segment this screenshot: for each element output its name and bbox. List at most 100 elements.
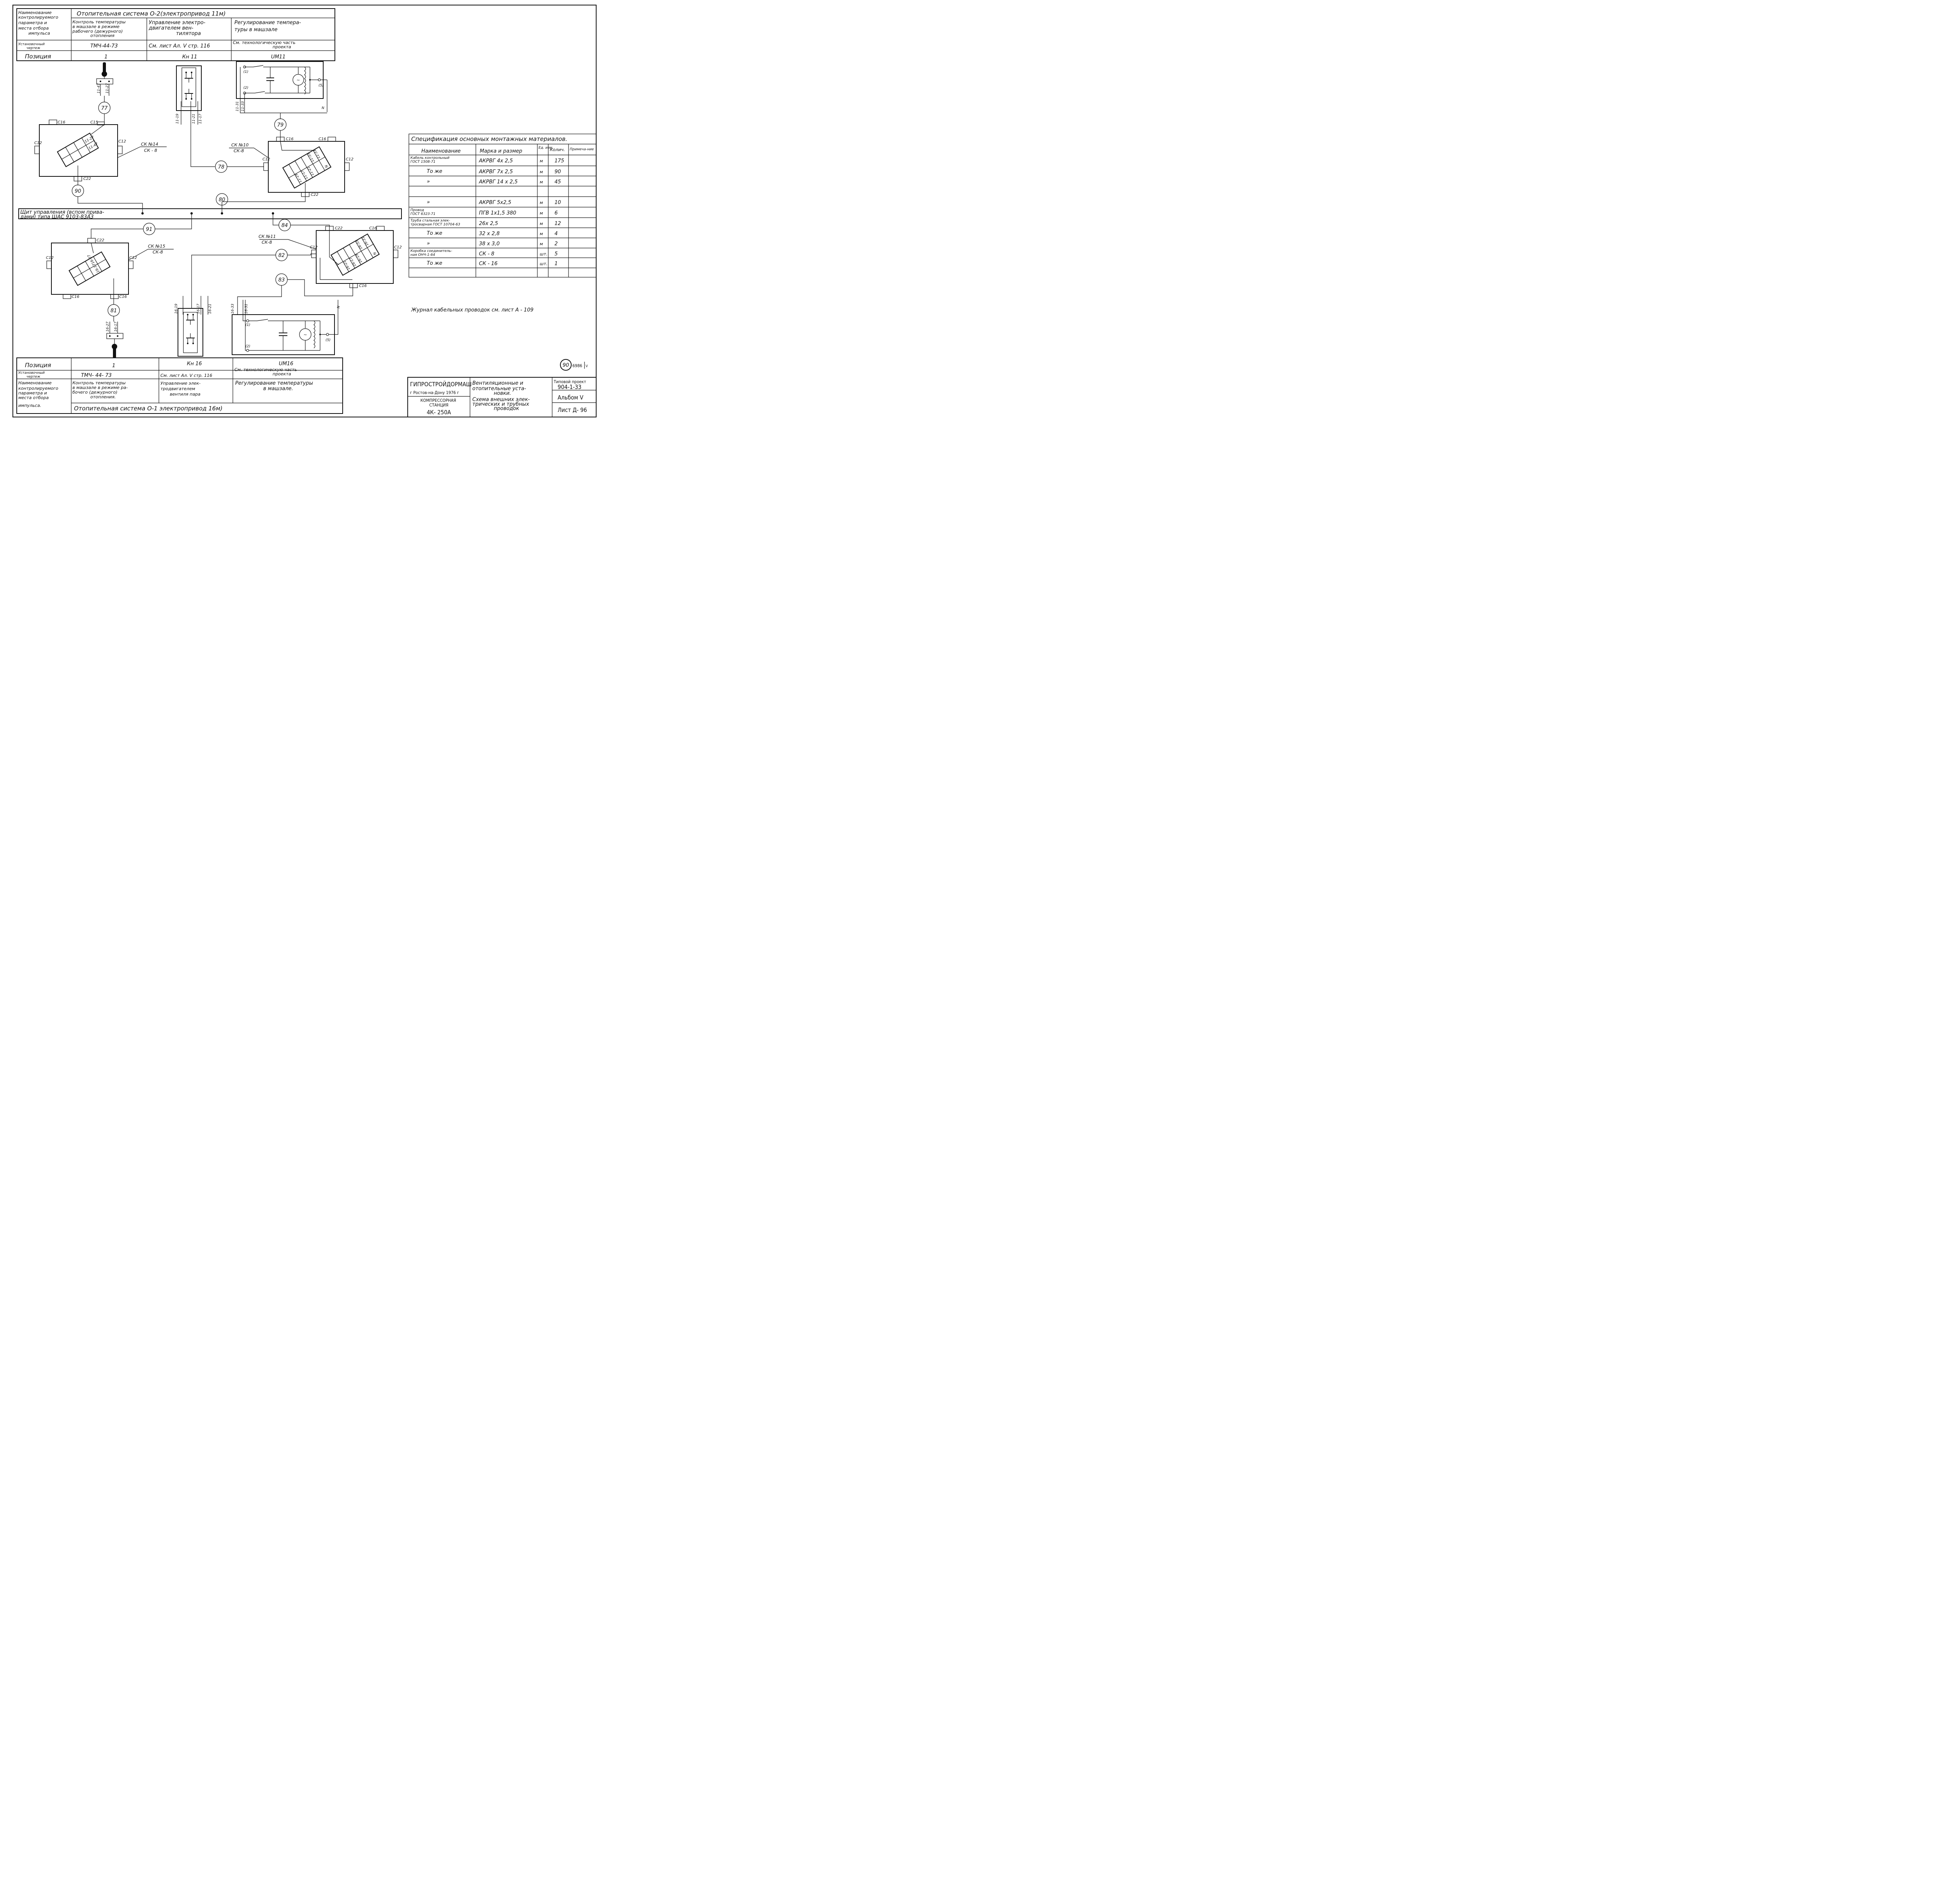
title-description: Вентиляционные и отопительные уста- новк… — [472, 380, 532, 412]
svg-text:11-27: 11-27 — [106, 83, 109, 93]
marker-83: 83 — [237, 273, 288, 315]
svg-text:С12: С12 — [346, 157, 354, 162]
spec-cell-qty: 10 — [555, 200, 561, 206]
top-col1-position: 1 — [104, 54, 107, 60]
spec-cell-name: ГОСТ 1508-71 — [410, 160, 435, 164]
spec-header-name: Наименование — [421, 148, 461, 154]
sheet-stamp: 90 6986 V — [560, 359, 588, 371]
bottom-col1-param: Контроль температуры в машзале в режиме … — [72, 380, 129, 399]
svg-text:(5): (5) — [326, 338, 331, 342]
svg-text:16-17: 16-17 — [114, 322, 118, 332]
svg-text:(2): (2) — [245, 345, 250, 348]
spec-table: Спецификация основных монтажных материал… — [408, 134, 597, 278]
spec-cell-name: » — [427, 199, 430, 205]
thermometer-icon-top: 11-47 11-27 — [96, 62, 113, 102]
svg-text:СК №10: СК №10 — [231, 143, 248, 148]
marker-84: 84 — [273, 213, 330, 231]
title-object: КОМПРЕССОРНАЯ СТАНЦИЯ — [421, 398, 458, 408]
svg-text:11-17: 11-17 — [300, 169, 309, 180]
spec-cell-unit: м — [540, 179, 543, 185]
marker-91: 91 — [91, 213, 192, 238]
spec-cell-name: ГОСТ 6323-71 — [410, 212, 435, 216]
svg-text:(5): (5) — [319, 84, 324, 88]
spec-table-row: Труба стальная элек-тросварная ГОСТ 1070… — [410, 219, 561, 227]
bottom-row-label-drawing: Установочный чертеж — [18, 371, 46, 379]
spec-cell-unit: м — [540, 241, 543, 246]
spec-cell-qty: 5 — [555, 251, 558, 257]
spec-cell-mark: АКРВГ 14 х 2,5 — [479, 179, 518, 185]
spec-cell-name: Кабель контрольный — [410, 156, 449, 160]
svg-text:16-33: 16-33 — [355, 239, 364, 250]
svg-text:6986: 6986 — [572, 363, 582, 368]
svg-text:11-19: 11-19 — [294, 172, 303, 183]
spec-cell-name: То же — [427, 169, 442, 174]
svg-text:91: 91 — [146, 227, 153, 232]
spec-cell-qty: 4 — [555, 231, 558, 237]
marker-81: 81 16-27 16-17 — [106, 304, 123, 344]
svg-text:С12: С12 — [310, 245, 318, 250]
actuator-um16: (1) (2) ~ (5) N 16-33 16-31 — [231, 300, 341, 355]
svg-text:11-47: 11-47 — [97, 83, 101, 93]
svg-text:11-33: 11-33 — [241, 101, 245, 111]
svg-text:90: 90 — [563, 362, 569, 368]
spec-cell-qty: 175 — [555, 158, 564, 164]
svg-text:СК - 8: СК - 8 — [144, 148, 157, 153]
svg-text:16-17: 16-17 — [349, 256, 357, 267]
svg-text:~: ~ — [303, 332, 307, 337]
title-sheet: Лист Д- 96 — [558, 406, 587, 414]
svg-text:N: N — [373, 251, 377, 255]
svg-text:79: 79 — [277, 122, 284, 128]
top-system-title: Отопительная система О-2(электропривод 1… — [77, 10, 226, 17]
bottom-row-label-param: Наименование контролируемого параметра и… — [18, 380, 60, 408]
svg-text:С22: С22 — [83, 177, 91, 181]
svg-text:СК-8: СК-8 — [234, 148, 244, 153]
svg-text:11-21: 11-21 — [192, 114, 196, 124]
svg-text:16-19: 16-19 — [174, 304, 178, 314]
actuator-um11: (1) (2) ~ (5) N 11-31 11-33 — [236, 61, 327, 119]
top-col3-param: Регулирование темпера- туры в машзале — [234, 20, 303, 33]
svg-text:16-31: 16-31 — [245, 304, 248, 314]
svg-text:СК-8: СК-8 — [262, 240, 272, 245]
spec-header-qty: Колич. — [550, 147, 565, 152]
svg-text:С16: С16 — [319, 137, 326, 141]
svg-text:С12: С12 — [262, 157, 270, 162]
spec-cell-qty: 6 — [555, 210, 558, 216]
marker-80: 80 — [216, 193, 228, 215]
top-col2-drawing: См. лист Ал. V стр. 116 — [149, 43, 210, 49]
marker-77: 77 — [91, 102, 111, 135]
svg-text:11-21: 11-21 — [306, 165, 315, 176]
spec-cell-name: Труба стальная элек- — [410, 219, 450, 223]
top-col2-position: Кн 11 — [182, 54, 197, 60]
spec-cell-unit: м — [540, 169, 543, 174]
bottom-col2-param: Управление элек- тродвигателем вентиля п… — [160, 381, 202, 397]
svg-text:N: N — [324, 164, 329, 168]
spec-header-note: Примеча-ние — [570, 148, 594, 151]
svg-text:78: 78 — [218, 164, 225, 170]
top-col1-param: Контроль температуры в машзале в режиме … — [72, 19, 127, 38]
svg-text:С12: С12 — [129, 256, 137, 260]
svg-text:СК №14: СК №14 — [141, 142, 158, 147]
spec-cell-mark: 32 х 2,8 — [479, 231, 500, 237]
top-col3-position: UМ11 — [271, 54, 285, 60]
svg-text:С16: С16 — [72, 295, 79, 299]
bottom-col2-drawing: См. лист Ал. V стр. 116 — [160, 373, 212, 378]
journal-note: Журнал кабельных проводок см. лист А - 1… — [411, 307, 533, 313]
spec-cell-name: То же — [427, 260, 442, 266]
wiring-diagram-sheet: Наименование контролируемого параметра и… — [12, 5, 597, 417]
svg-text:16-19: 16-19 — [355, 253, 363, 264]
spec-cell-unit: м — [540, 158, 543, 164]
spec-header-mark: Марка и размер — [480, 148, 522, 154]
spec-cell-qty: 1 — [555, 261, 558, 267]
junction-box-10: С16 С16 С12 С12 С22 11-19 11-17 11-21 11… — [222, 137, 354, 206]
svg-text:16-21: 16-21 — [208, 304, 212, 314]
spec-cell-name: » — [427, 241, 430, 246]
bottom-system-title: Отопительная система О-1 электропривод 1… — [74, 405, 223, 412]
top-row-label-position: Позиция — [25, 53, 51, 60]
push-button-kn16: 16-19 16-17 16-21 — [174, 296, 212, 357]
